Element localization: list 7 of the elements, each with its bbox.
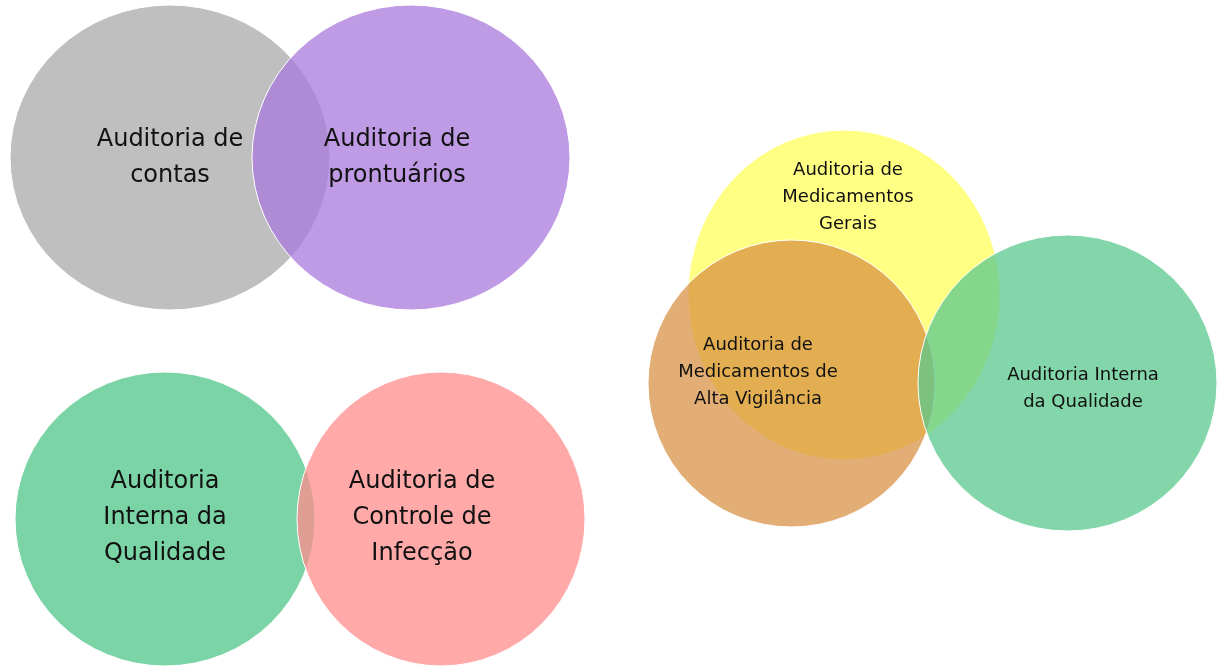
- circle-label: Auditoria de prontuários: [322, 123, 472, 190]
- circle-label: Auditoria de contas: [95, 123, 245, 190]
- circle-label: Auditoria Interna da Qualidade: [102, 465, 228, 568]
- circle-label: Auditoria Interna da Qualidade: [1006, 362, 1160, 413]
- circle-label: Auditoria de Medicamentos de Alta Vigilância: [677, 332, 839, 410]
- circle-label: Auditoria de Controle de Infecção: [347, 465, 497, 568]
- circle-label: Auditoria de Medicamentos Gerais: [781, 157, 915, 235]
